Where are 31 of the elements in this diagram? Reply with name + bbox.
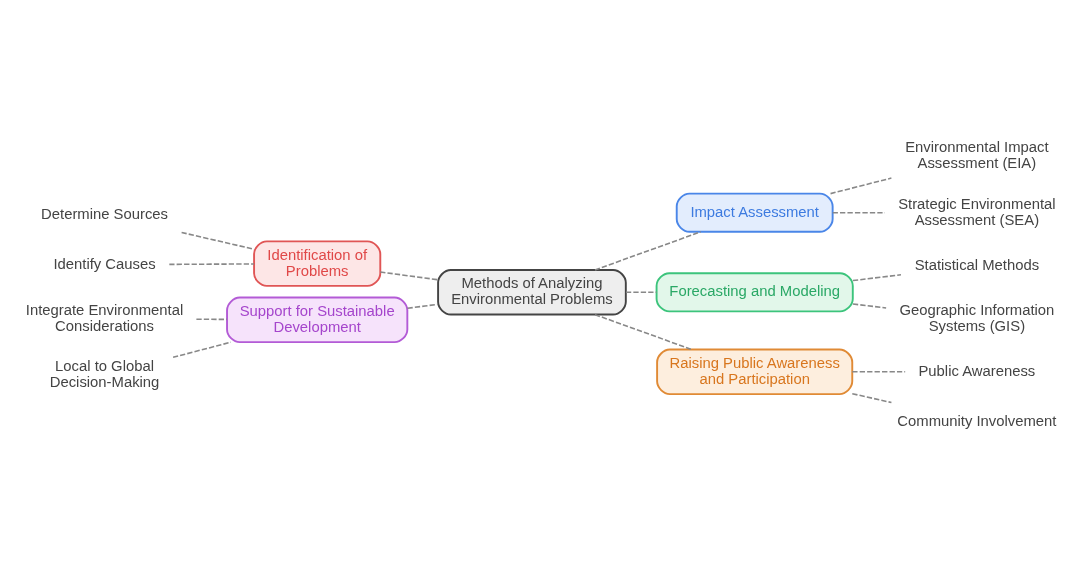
node-text: Geographic Information Systems (GIS) — [899, 301, 1055, 334]
connector — [379, 270, 439, 281]
node-box: Forecasting and Modeling — [655, 271, 854, 312]
node-box: Raising Public Awareness and Participation — [656, 348, 854, 395]
node-box: Impact Assessment — [675, 192, 834, 233]
connector — [852, 302, 887, 309]
node-text: Statistical Methods — [914, 256, 1040, 273]
node-text: Public Awareness — [918, 362, 1036, 379]
node-text: Environmental Impact Assessment (EIA) — [905, 138, 1049, 171]
connector — [168, 262, 255, 265]
connector — [195, 317, 228, 320]
connector — [594, 230, 702, 271]
node-text: Local to Global Decision-Making — [49, 357, 160, 390]
node-text: Community Involvement — [897, 412, 1057, 429]
node-box: Methods of Analyzing Environmental Problems — [437, 268, 627, 315]
node-text: Integrate Environmental Considerations — [25, 301, 184, 334]
node-text: Strategic Environmental Assessment (SEA) — [898, 195, 1056, 228]
node-text: Determine Sources — [41, 205, 168, 222]
connector — [594, 313, 693, 350]
node-box: Support for Sustainable Development — [226, 296, 409, 343]
connector — [172, 340, 232, 358]
connector — [625, 290, 658, 293]
connector — [852, 273, 902, 281]
connector — [829, 176, 893, 194]
connector — [851, 370, 906, 373]
connector — [831, 211, 886, 214]
node-box: Identification of Problems — [253, 239, 382, 287]
connector — [180, 231, 255, 250]
connector — [851, 392, 893, 403]
connector — [406, 303, 439, 309]
node-text: Identify Causes — [53, 255, 156, 272]
